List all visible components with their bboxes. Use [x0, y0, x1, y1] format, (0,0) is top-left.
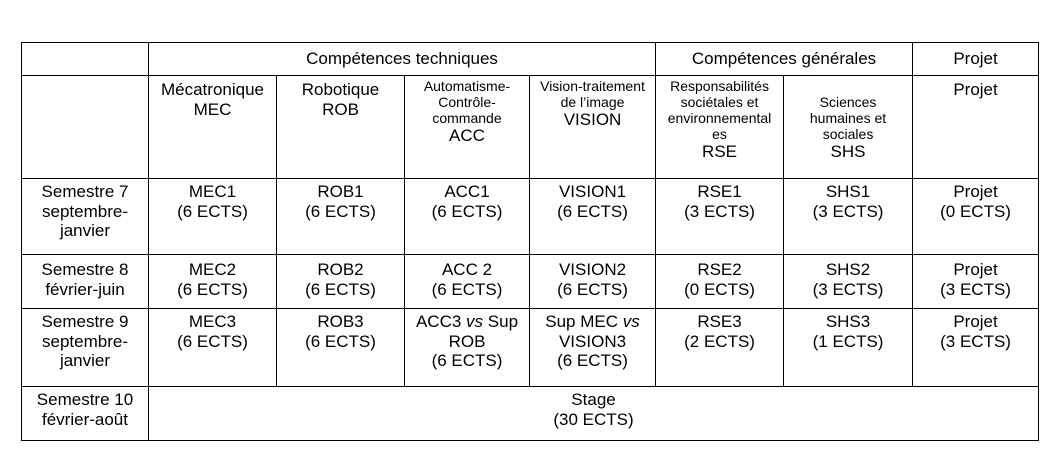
col-header-rob: Robotique ROB	[276, 75, 405, 179]
cell-s7-projet: Projet(0 ECTS)	[912, 178, 1040, 255]
cell-s8-mec: MEC2(6 ECTS)	[148, 254, 277, 309]
cell-s9-shs: SHS3(1 ECTS)	[783, 308, 914, 387]
cell-s7-vision: VISION1(6 ECTS)	[528, 178, 657, 255]
row-semestre-10: Semestre 10 février-août Stage (30 ECTS)	[21, 386, 1040, 441]
col-header-rse: Responsabilités sociétales et environnem…	[655, 75, 785, 179]
cell-s7-shs: SHS1(3 ECTS)	[783, 178, 914, 255]
cell-s8-rob: ROB2(6 ECTS)	[276, 254, 405, 309]
cell-s9-rse: RSE3(2 ECTS)	[655, 308, 785, 387]
group-header-row: Compétences techniques Compétences génér…	[21, 42, 1040, 76]
cell-s9-acc: ACC3 vs Sup ROB (6 ECTS)	[404, 308, 530, 387]
col-header-shs: Sciences humaines et sociales SHS	[783, 75, 914, 179]
row-label-s10: Semestre 10 février-août	[21, 386, 149, 441]
row-semestre-7: Semestre 7 septembre- janvier MEC1(6 ECT…	[21, 178, 1040, 255]
cell-s9-rob: ROB3(6 ECTS)	[276, 308, 405, 387]
col-header-acc: Automatisme- Contrôle- commande ACC	[404, 75, 530, 179]
cell-s8-projet: Projet(3 ECTS)	[912, 254, 1040, 309]
cell-s8-rse: RSE2(0 ECTS)	[655, 254, 785, 309]
cell-s7-acc: ACC1(6 ECTS)	[404, 178, 530, 255]
cell-s8-vision: VISION2(6 ECTS)	[528, 254, 657, 309]
col-header-projet: Projet	[912, 75, 1040, 179]
group-technical: Compétences techniques	[147, 42, 657, 76]
subject-header-row: Mécatronique MEC Robotique ROB Automatis…	[21, 75, 1040, 179]
row-label-s9: Semestre 9 septembre- janvier	[21, 308, 149, 387]
cell-s7-rob: ROB1(6 ECTS)	[276, 178, 405, 255]
row-semestre-8: Semestre 8 février-juin MEC2(6 ECTS) ROB…	[21, 254, 1040, 309]
cell-s9-projet: Projet(3 ECTS)	[912, 308, 1040, 387]
cell-s10-stage: Stage (30 ECTS)	[147, 386, 1040, 441]
cell-s9-vision: Sup MEC vs VISION3 (6 ECTS)	[528, 308, 657, 387]
cell-s8-shs: SHS2(3 ECTS)	[783, 254, 914, 309]
col-header-vision: Vision-traitement de l’image VISION	[528, 75, 657, 179]
cell-s7-rse: RSE1(3 ECTS)	[655, 178, 785, 255]
col-header-mec: Mécatronique MEC	[148, 75, 277, 179]
cell-s8-acc: ACC 2(6 ECTS)	[404, 254, 530, 309]
cell-s9-mec: MEC3(6 ECTS)	[148, 308, 277, 387]
curriculum-table: Compétences techniques Compétences génér…	[21, 42, 1040, 441]
cell-s7-mec: MEC1(6 ECTS)	[148, 178, 277, 255]
corner-cell	[21, 42, 149, 76]
row-semestre-9: Semestre 9 septembre- janvier MEC3(6 ECT…	[21, 308, 1040, 387]
group-project: Projet	[912, 42, 1040, 76]
row-label-s7: Semestre 7 septembre- janvier	[21, 178, 149, 255]
group-general: Compétences générales	[655, 42, 914, 76]
row-label-s8: Semestre 8 février-juin	[21, 254, 149, 309]
row-label-empty	[21, 75, 149, 179]
